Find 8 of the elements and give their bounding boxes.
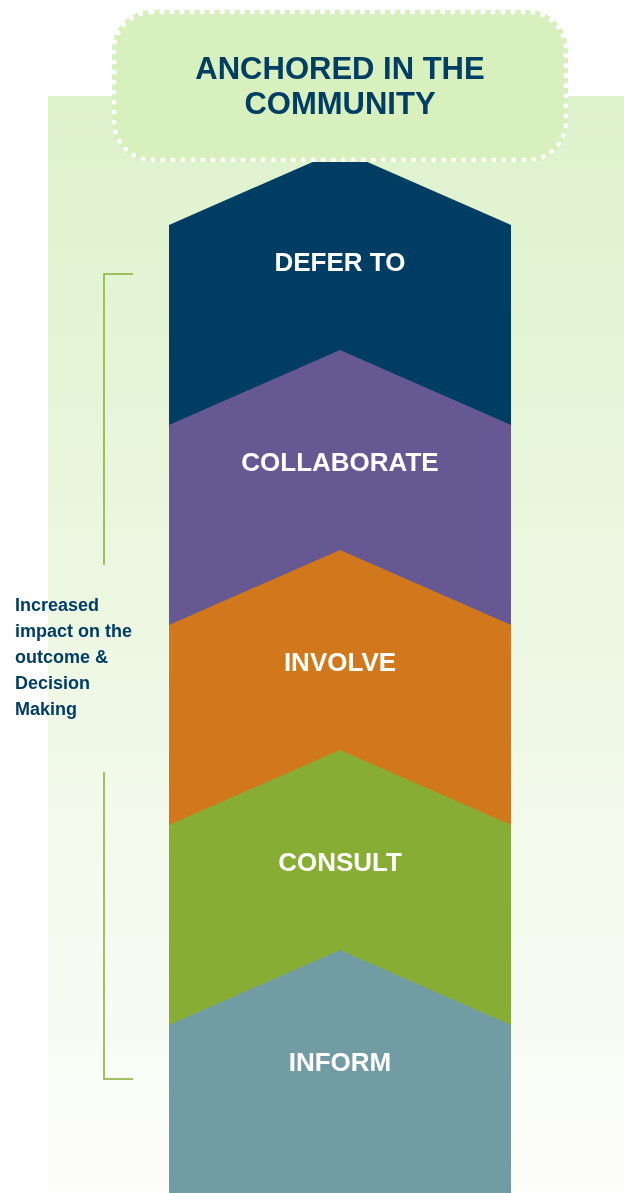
stage-label: INFORM xyxy=(287,1046,393,1078)
heading-box xyxy=(112,10,568,162)
stage-label: COLLABORATE xyxy=(240,446,440,478)
side-note: Increased impact on the outcome & Decision Making xyxy=(15,594,133,721)
stage-label: INVOLVE xyxy=(282,646,398,678)
heading-text: ANCHORED IN THE COMMUNITY xyxy=(194,51,486,121)
stage-label: DEFER TO xyxy=(273,246,407,278)
stage-label: CONSULT xyxy=(277,846,403,878)
